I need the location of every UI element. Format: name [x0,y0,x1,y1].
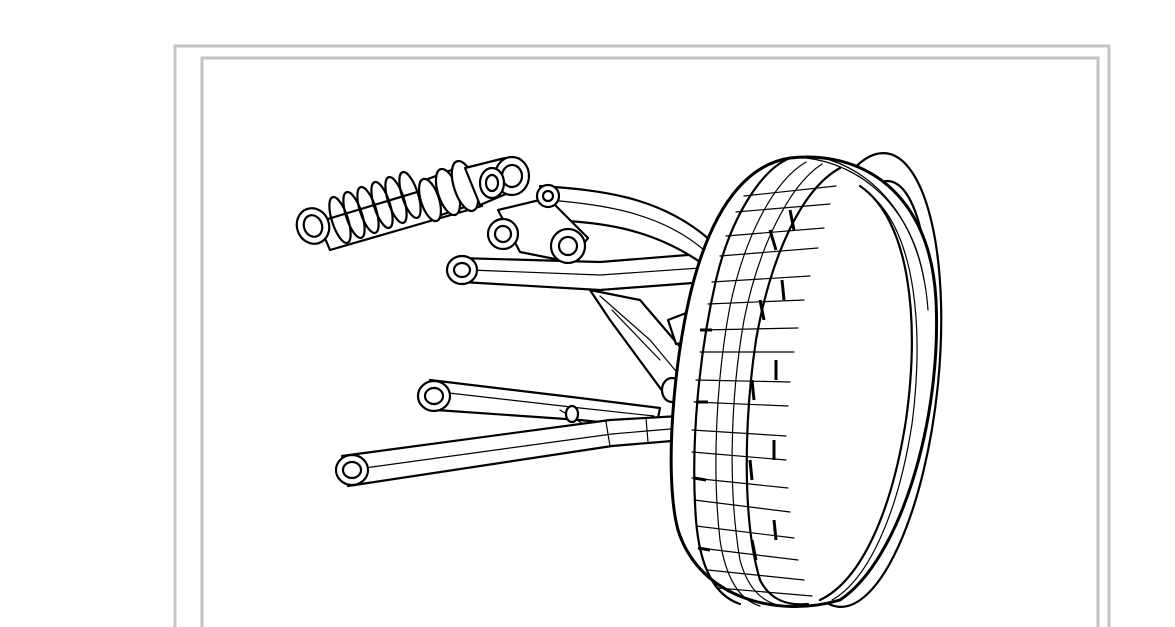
shock-upper-eye [478,155,531,200]
coilover-shock-absorber [295,155,531,252]
lower-arm-bushing-rear [334,453,370,487]
tread-pattern [691,185,837,597]
upper-arm-bushing-top [535,183,561,209]
outer-border [173,44,1111,627]
shock-lower-eye [295,207,331,245]
tire [669,155,939,608]
coil-spring [328,170,422,245]
upper-arm-bushing-mid [549,227,587,265]
drawing-frame [173,44,1111,627]
lower-arm-bushing-front [416,379,452,413]
lower-control-arm [334,378,686,488]
upper-control-arm [445,183,712,292]
upper-arm-bushing-rear [486,217,520,251]
upper-arm-bushing-front [445,254,479,286]
inner-border [200,56,1100,627]
